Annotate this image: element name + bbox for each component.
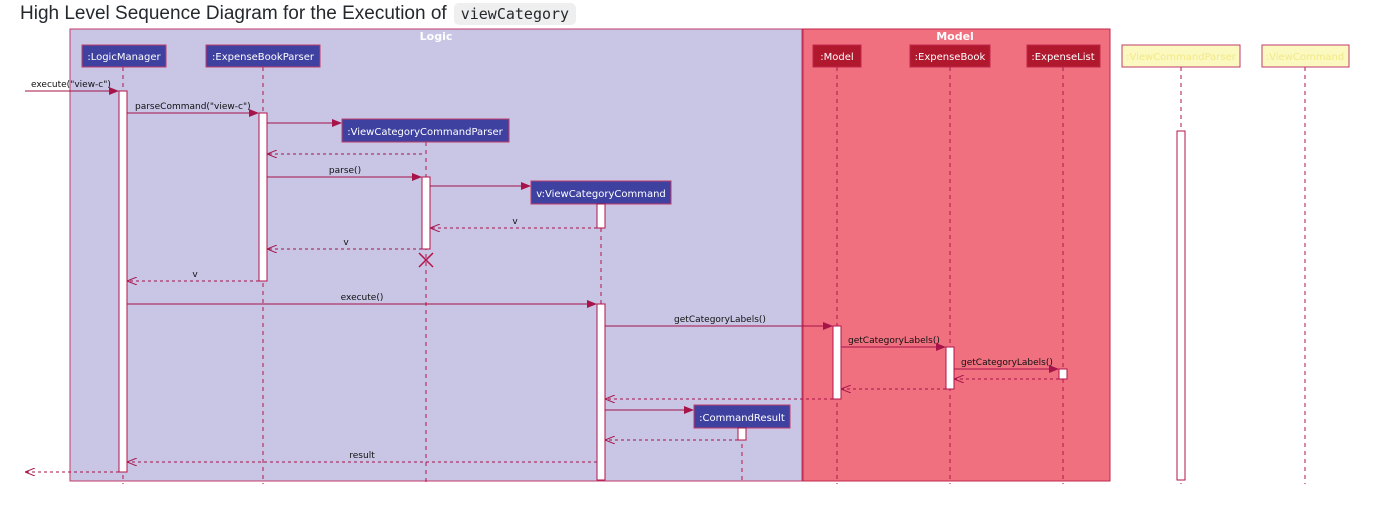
participant-command-result-label: :CommandResult bbox=[699, 413, 785, 424]
msg-label-return-v-2: v bbox=[343, 238, 349, 248]
msg-label-return-v-1: v bbox=[512, 217, 518, 227]
activation-command-result bbox=[737, 427, 747, 441]
msg-label-execute: execute() bbox=[341, 293, 384, 303]
activation-logic-manager bbox=[118, 90, 128, 473]
participant-logic-manager bbox=[81, 44, 167, 68]
participant-view-category-command-parser bbox=[341, 118, 510, 143]
msg-label-return-result: result bbox=[349, 451, 375, 461]
logic-box bbox=[69, 28, 803, 482]
participant-model bbox=[812, 44, 862, 68]
msg-label-get-category-labels-2: getCategoryLabels() bbox=[848, 336, 940, 346]
participant-expense-list bbox=[1026, 44, 1101, 68]
diagram-title: High Level Sequence Diagram for the Exec… bbox=[20, 0, 577, 28]
title-text: High Level Sequence Diagram for the Exec… bbox=[20, 3, 447, 24]
participant-storage-command-label: :ViewCommand bbox=[1266, 52, 1345, 63]
activation-storage-parser bbox=[1176, 130, 1186, 481]
activation-view-category-command-execute bbox=[596, 303, 606, 481]
msg-label-parse-command: parseCommand("view-c") bbox=[135, 102, 251, 112]
msg-label-parse: parse() bbox=[329, 166, 361, 176]
participant-expense-book-parser bbox=[205, 44, 321, 68]
participant-expense-book-label: :ExpenseBook bbox=[915, 52, 986, 63]
participant-expense-list-label: :ExpenseList bbox=[1031, 52, 1094, 63]
model-box-label: Model bbox=[936, 30, 974, 43]
participant-storage-parser-label: :ViewCommandParser bbox=[1126, 52, 1237, 63]
participant-logic-manager-label: :LogicManager bbox=[87, 52, 161, 63]
title-code: viewCategory bbox=[453, 3, 577, 25]
msg-label-get-category-labels-3: getCategoryLabels() bbox=[961, 358, 1053, 368]
activation-expense-book-parser bbox=[258, 112, 268, 282]
activation-expense-list bbox=[1058, 368, 1068, 380]
participant-storage-command bbox=[1261, 44, 1350, 68]
msg-label-return-v-3: v bbox=[192, 270, 198, 280]
destroy-mark bbox=[418, 252, 434, 268]
activation-view-category-command-parser bbox=[421, 176, 431, 250]
activation-model bbox=[832, 325, 842, 400]
participant-expense-book bbox=[909, 44, 991, 68]
participant-view-category-command-parser-label: :ViewCategoryCommandParser bbox=[347, 127, 503, 138]
msg-label-execute-view-c: execute("view-c") bbox=[31, 80, 111, 90]
activation-view-category-command-create bbox=[596, 203, 606, 229]
activation-expense-book bbox=[945, 346, 955, 390]
participant-expense-book-parser-label: :ExpenseBookParser bbox=[212, 52, 315, 63]
participant-storage-parser bbox=[1121, 44, 1241, 68]
logic-box-label: Logic bbox=[420, 30, 453, 43]
participant-view-category-command-label: v:ViewCategoryCommand bbox=[536, 189, 666, 200]
model-box bbox=[802, 28, 1111, 482]
participant-model-label: :Model bbox=[820, 52, 853, 63]
msg-label-get-category-labels-1: getCategoryLabels() bbox=[674, 315, 766, 325]
